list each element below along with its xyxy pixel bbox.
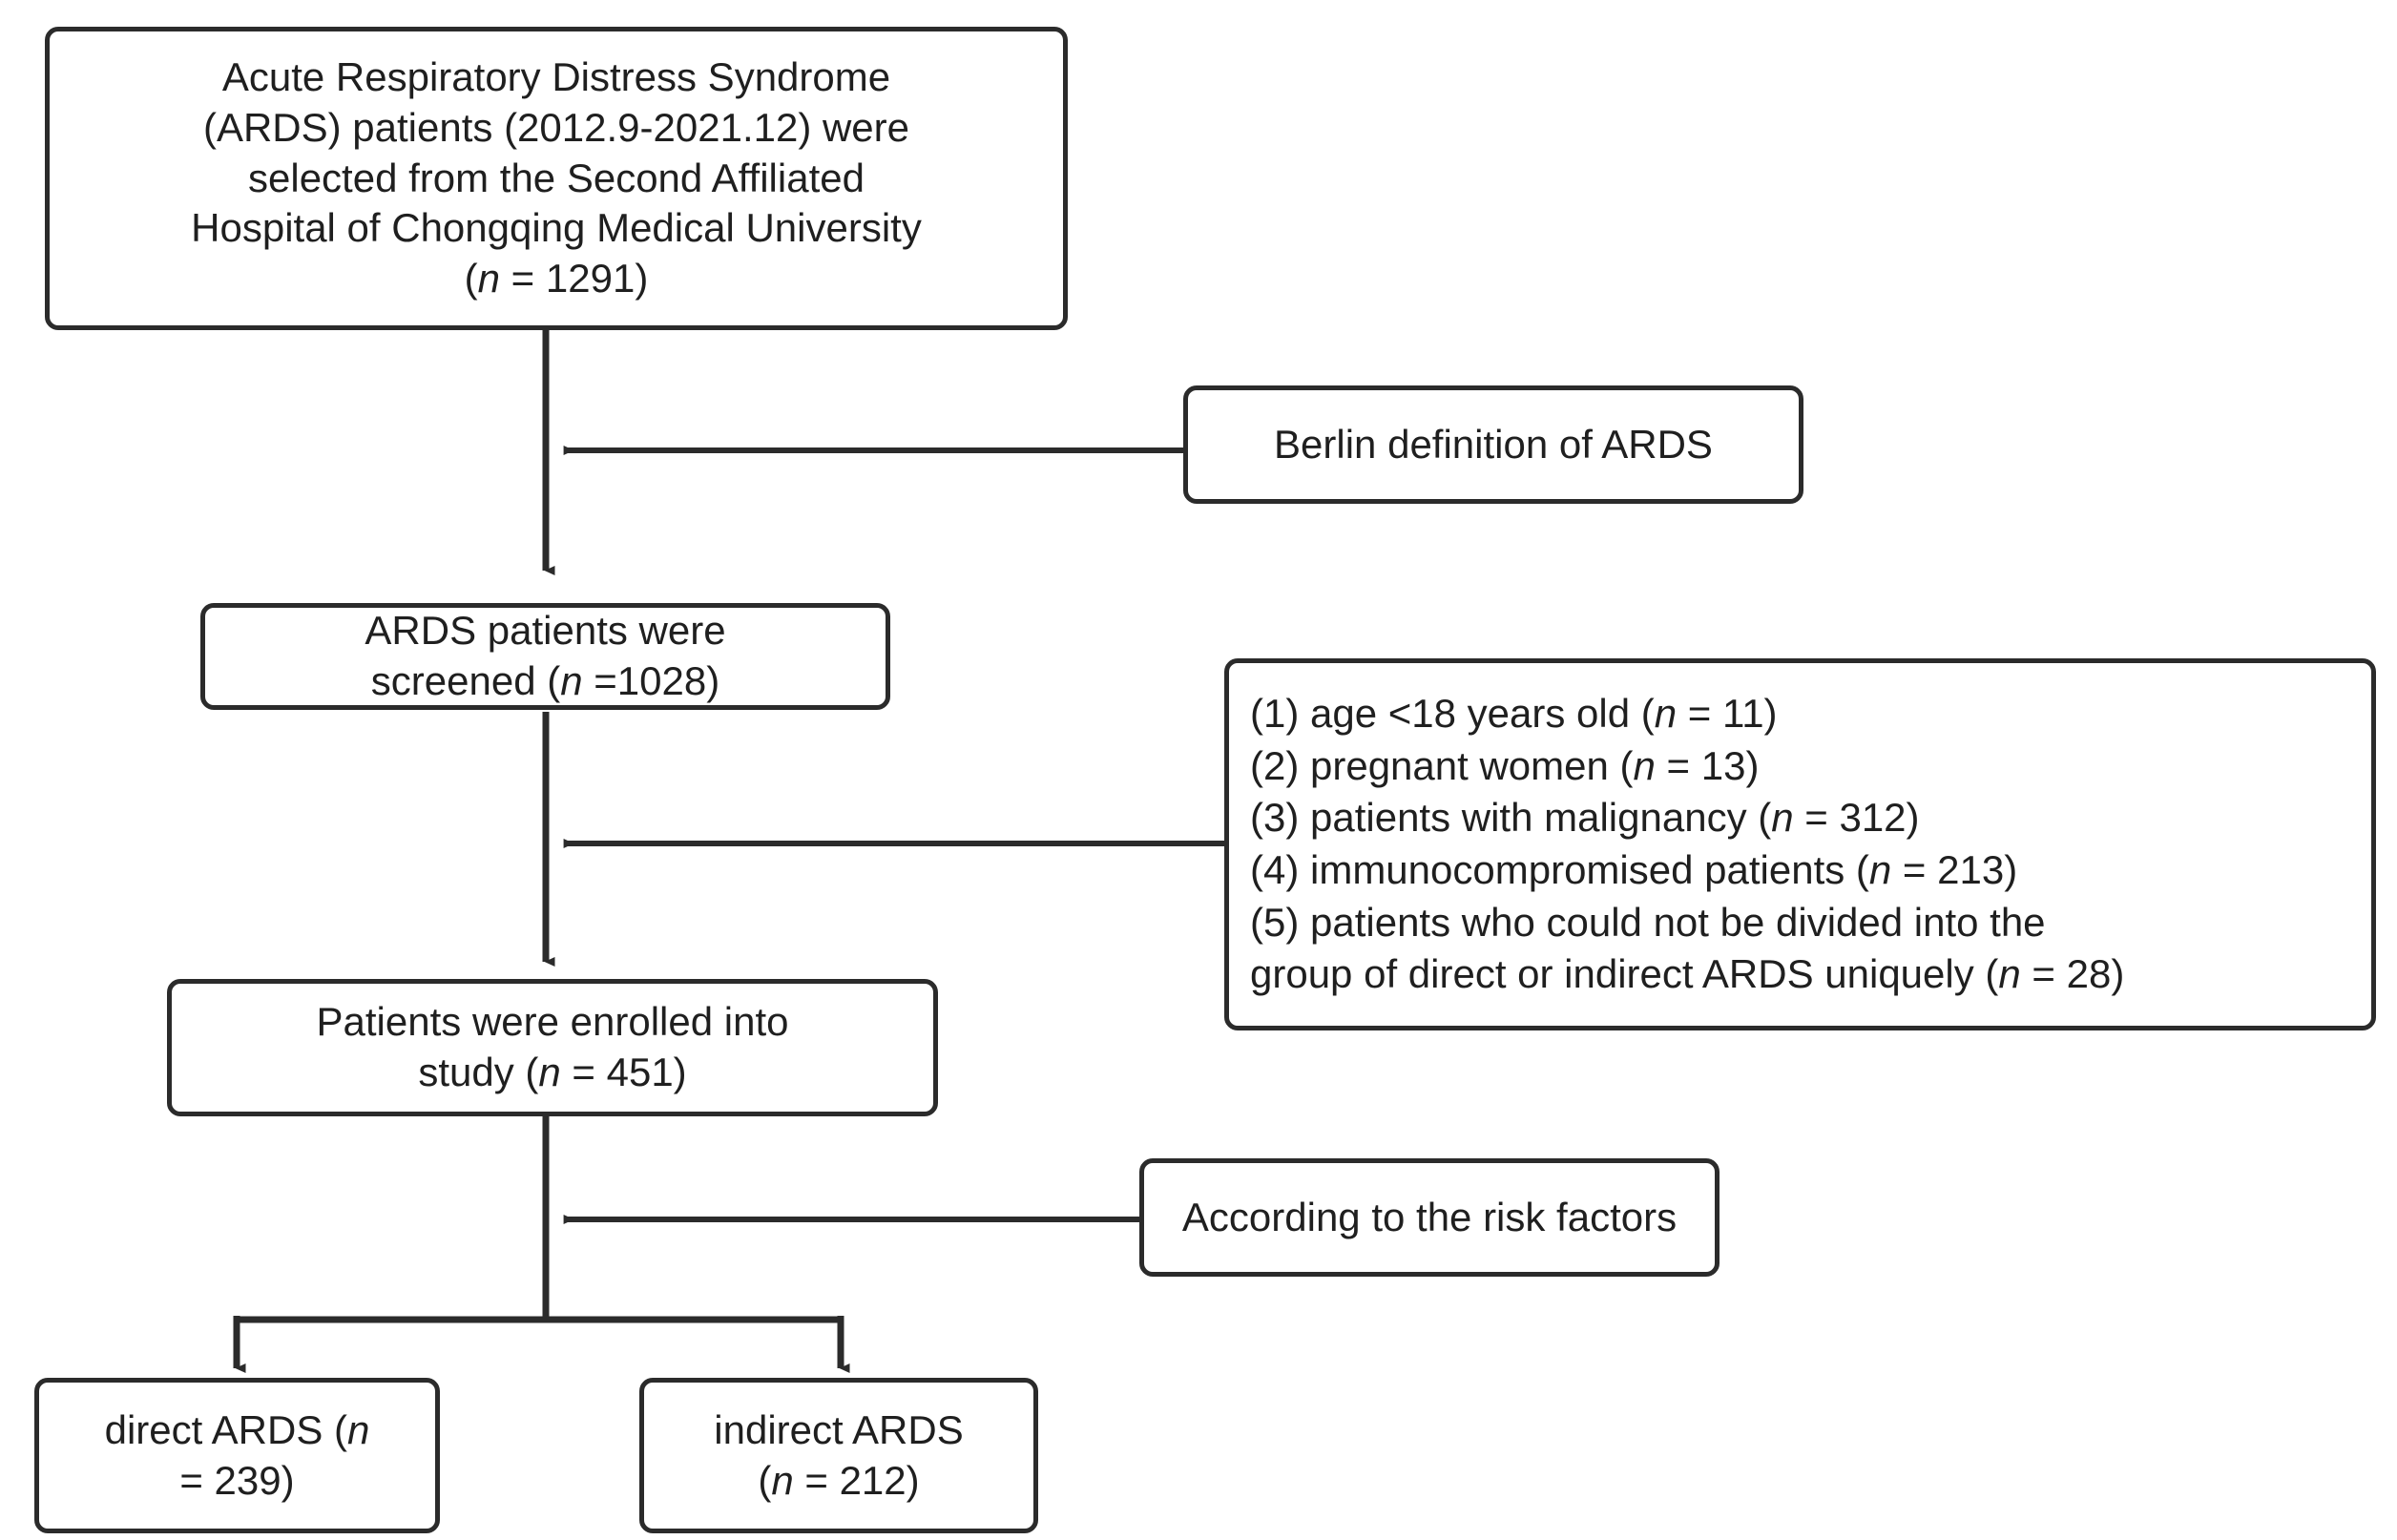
node-berlin-definition-label: Berlin definition of ARDS <box>1274 421 1713 467</box>
node-source-cohort-label: Acute Respiratory Distress Syndrome (ARD… <box>191 53 922 302</box>
node-exclusions[interactable]: (1) age <18 years old (n = 11) (2) pregn… <box>1224 658 2376 1030</box>
node-source-cohort[interactable]: Acute Respiratory Distress Syndrome (ARD… <box>45 27 1068 330</box>
node-risk-factors[interactable]: According to the risk factors <box>1139 1158 1720 1277</box>
node-screened-label: ARDS patients were screened (n =1028) <box>365 608 726 703</box>
node-indirect-ards[interactable]: indirect ARDS (n = 212) <box>639 1378 1038 1533</box>
node-enrolled[interactable]: Patients were enrolled into study (n = 4… <box>167 979 938 1116</box>
node-direct-ards-label: direct ARDS (n = 239) <box>104 1406 370 1503</box>
node-indirect-ards-label: indirect ARDS (n = 212) <box>714 1406 964 1503</box>
node-berlin-definition[interactable]: Berlin definition of ARDS <box>1183 385 1803 504</box>
node-exclusions-label: (1) age <18 years old (n = 11) (2) pregn… <box>1250 691 2125 997</box>
node-direct-ards[interactable]: direct ARDS (n = 239) <box>34 1378 440 1533</box>
node-screened[interactable]: ARDS patients were screened (n =1028) <box>200 603 890 710</box>
node-enrolled-label: Patients were enrolled into study (n = 4… <box>316 999 789 1094</box>
node-risk-factors-label: According to the risk factors <box>1181 1194 1678 1239</box>
